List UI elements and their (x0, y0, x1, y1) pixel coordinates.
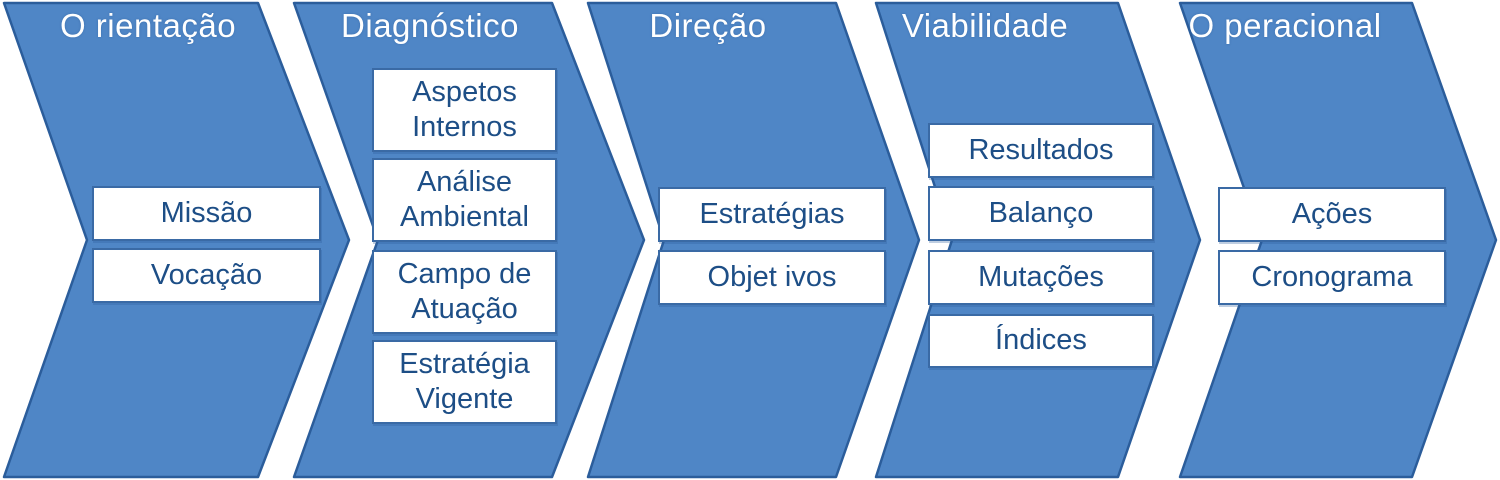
stage-1-title: O rientação (59, 7, 237, 44)
stage-2-box-estrategia-vigente: Estratégia Vigente (372, 340, 557, 424)
stage-3-title: Direção (649, 7, 767, 44)
stage-2-box-campo-de-atuacao: Campo de Atuação (372, 250, 557, 334)
stage-1-box-missao: Missão (92, 186, 321, 241)
stage-3-box-estrategias: Estratégias (658, 187, 886, 242)
stage-5-box-acoes: Ações (1218, 187, 1446, 242)
stage-5-box-cronograma: Cronograma (1218, 250, 1446, 305)
stage-2-box-aspetos-internos: Aspetos Internos (372, 68, 557, 152)
stage-4-box-indices: Índices (928, 314, 1154, 368)
stage-1-box-vocacao: Vocação (92, 248, 321, 303)
stage-2-box-analise-ambiental: Análise Ambiental (372, 158, 557, 242)
stage-4-box-balanco: Balanço (928, 186, 1154, 241)
stage-4-box-mutacoes: Mutações (928, 250, 1154, 305)
stage-5-title: O peracional (1188, 7, 1382, 44)
stage-4-title: Viabilidade (901, 7, 1069, 44)
stage-2-title: Diagnóstico (341, 7, 519, 44)
stage-3-box-objetivos: Objet ivos (658, 250, 886, 305)
stage-4-box-resultados: Resultados (928, 123, 1154, 178)
